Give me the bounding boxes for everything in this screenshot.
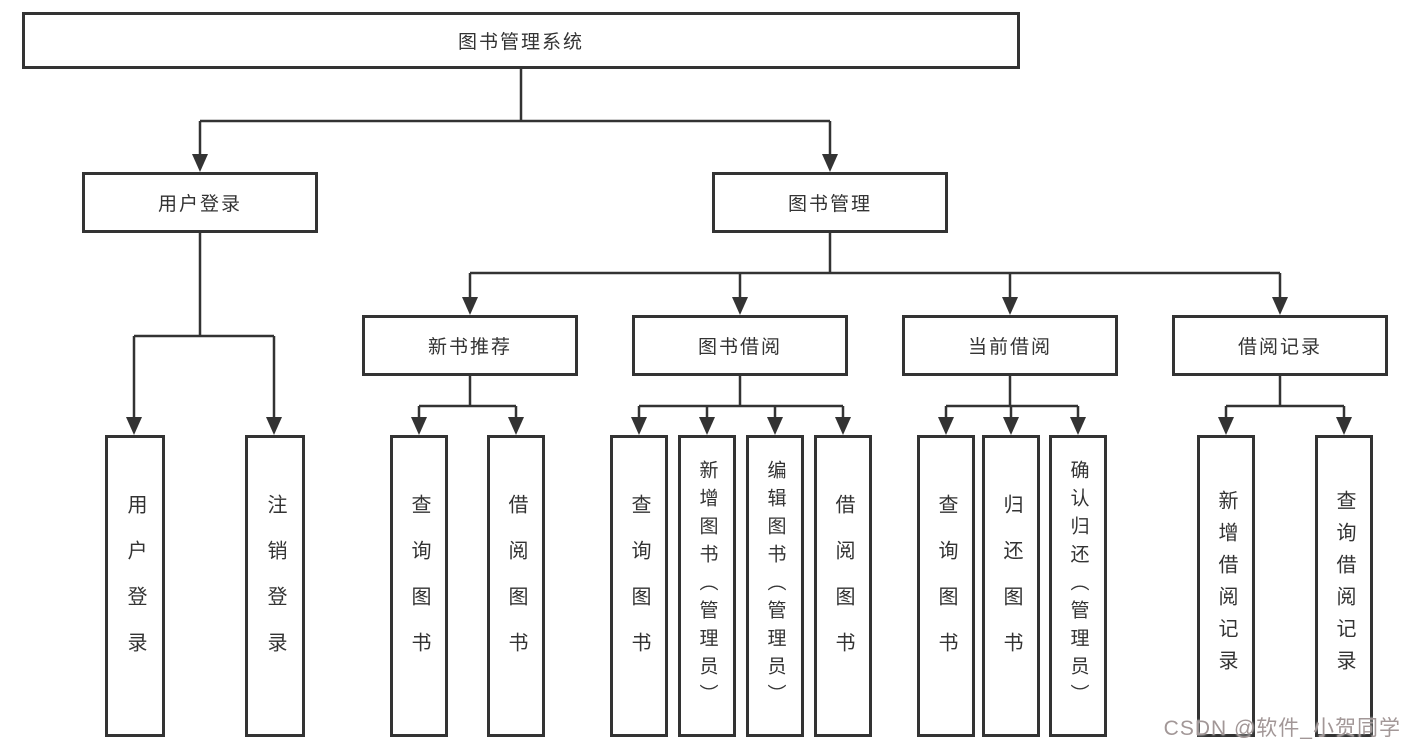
node-query-books-current: 查询图书 — [917, 435, 975, 737]
node-label: 借阅图书 — [832, 494, 854, 678]
node-label: 图书管理系统 — [457, 32, 584, 53]
node-query-borrow-record: 查询借阅记录 — [1315, 435, 1373, 737]
node-label: 注销登录 — [264, 494, 286, 678]
edge-borrowing-to-leaves — [637, 376, 845, 421]
node-add-books-admin: 新增图书（管理员） — [678, 435, 736, 737]
node-book-management-branch: 图书管理 — [712, 172, 948, 233]
edge-records-to-leaves — [1224, 376, 1346, 421]
node-label: 当前借阅 — [967, 337, 1052, 358]
node-return-books: 归还图书 — [982, 435, 1040, 737]
node-label: 借阅图书 — [505, 494, 527, 678]
arrowhead — [266, 417, 282, 435]
csdn-watermark: CSDN @软件_小贺同学 — [1163, 717, 1401, 740]
arrowhead — [1272, 297, 1288, 315]
edge-root-to-level1 — [198, 68, 832, 158]
node-label: 查询借阅记录 — [1333, 490, 1355, 682]
node-label: 图书借阅 — [697, 337, 782, 358]
arrowhead — [126, 417, 142, 435]
node-label: 新书推荐 — [427, 337, 512, 358]
node-user-login-leaf: 用户登录 — [105, 435, 165, 737]
node-borrow-books-recommend: 借阅图书 — [487, 435, 545, 737]
node-add-borrow-record: 新增借阅记录 — [1197, 435, 1255, 737]
node-label: 新增借阅记录 — [1215, 490, 1237, 682]
arrowhead — [822, 154, 838, 172]
node-label: 归还图书 — [1000, 494, 1022, 678]
edge-current-to-leaves — [944, 376, 1080, 421]
node-query-books-borrowing: 查询图书 — [610, 435, 668, 737]
edge-newbook-to-leaves — [417, 376, 518, 421]
node-user-login-branch: 用户登录 — [82, 172, 318, 233]
arrowhead — [1002, 297, 1018, 315]
node-edit-books-admin: 编辑图书（管理员） — [746, 435, 804, 737]
arrowhead — [631, 417, 647, 435]
arrowhead — [1336, 417, 1352, 435]
arrowhead — [462, 297, 478, 315]
edge-userlogin-to-leaves — [132, 233, 276, 419]
node-label: 查询图书 — [628, 494, 650, 678]
arrowhead — [938, 417, 954, 435]
edges — [132, 68, 1346, 421]
arrowhead — [1003, 417, 1019, 435]
node-label: 确认归还（管理员） — [1067, 460, 1089, 712]
arrowhead — [732, 297, 748, 315]
node-label: 图书管理 — [787, 194, 872, 215]
arrowhead — [1218, 417, 1234, 435]
node-query-books-recommend: 查询图书 — [390, 435, 448, 737]
arrowhead — [1070, 417, 1086, 435]
node-current-borrowing: 当前借阅 — [902, 315, 1118, 376]
node-logout-leaf: 注销登录 — [245, 435, 305, 737]
node-borrow-books-leaf: 借阅图书 — [814, 435, 872, 737]
node-label: 借阅记录 — [1237, 337, 1322, 358]
node-new-book-recommend: 新书推荐 — [362, 315, 578, 376]
node-label: 查询图书 — [408, 494, 430, 678]
node-book-management-system: 图书管理系统 — [22, 12, 1020, 69]
arrowhead — [192, 154, 208, 172]
node-label: 用户登录 — [157, 194, 242, 215]
node-label: 查询图书 — [935, 494, 957, 678]
node-label: 编辑图书（管理员） — [764, 460, 786, 712]
node-book-borrowing: 图书借阅 — [632, 315, 848, 376]
node-label: 用户登录 — [124, 494, 146, 678]
edge-bookmgmt-to-level2 — [468, 233, 1282, 301]
node-confirm-return-admin: 确认归还（管理员） — [1049, 435, 1107, 737]
node-borrowing-records: 借阅记录 — [1172, 315, 1388, 376]
arrowhead — [411, 417, 427, 435]
arrowhead — [508, 417, 524, 435]
node-label: 新增图书（管理员） — [696, 460, 718, 712]
arrowhead — [835, 417, 851, 435]
arrowhead — [699, 417, 715, 435]
arrowheads — [126, 154, 1352, 435]
arrowhead — [767, 417, 783, 435]
